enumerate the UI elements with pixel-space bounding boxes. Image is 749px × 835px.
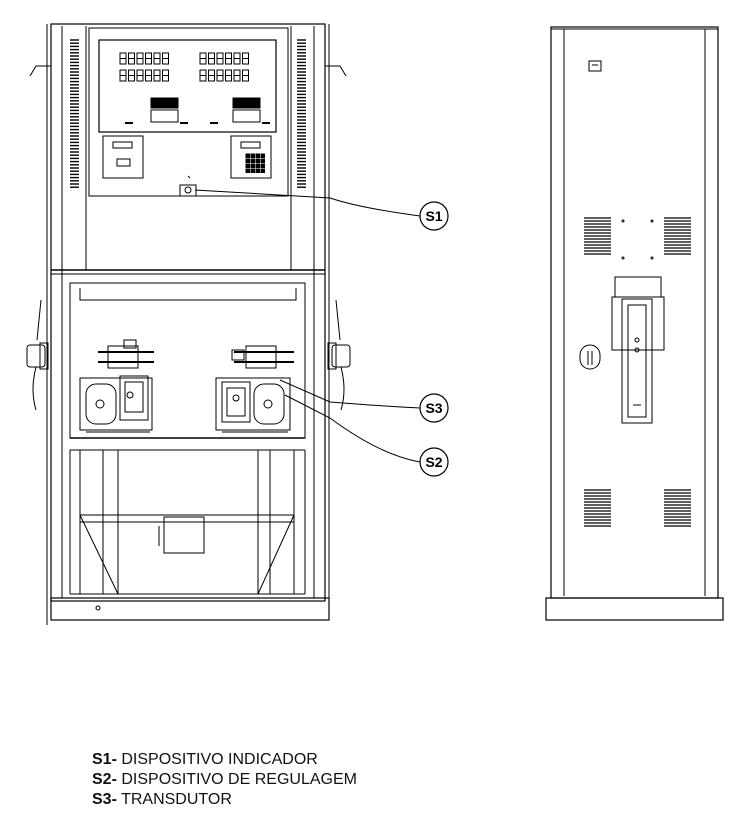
legend-item-s2: S2- DISPOSITIVO DE REGULAGEM: [92, 771, 357, 788]
legend-item-s3: S3- TRANSDUTOR: [92, 791, 232, 808]
legend-item-s1: S1- DISPOSITIVO INDICADOR: [92, 751, 318, 768]
meter-assembly-right: [215, 345, 294, 433]
legend: S1- DISPOSITIVO INDICADOR S2- DISPOSITIV…: [92, 750, 357, 810]
right-vent-slots: [297, 39, 306, 188]
side-vent-slots: [584, 217, 691, 527]
callout-s2: S2: [419, 447, 449, 477]
svg-text:S1: S1: [425, 208, 442, 224]
svg-text:S3: S3: [425, 400, 442, 416]
keypad: [245, 153, 265, 173]
callout-s1: S1: [419, 201, 449, 231]
display-digits: [119, 52, 249, 82]
callout-s3: S3: [419, 393, 449, 423]
svg-text:S2: S2: [425, 454, 442, 470]
left-vent-slots: [70, 39, 79, 188]
front-view-dispenser: [26, 23, 351, 625]
side-view-dispenser: [545, 26, 724, 621]
leader-lines: [194, 189, 421, 463]
meter-assembly-left: [79, 339, 154, 433]
